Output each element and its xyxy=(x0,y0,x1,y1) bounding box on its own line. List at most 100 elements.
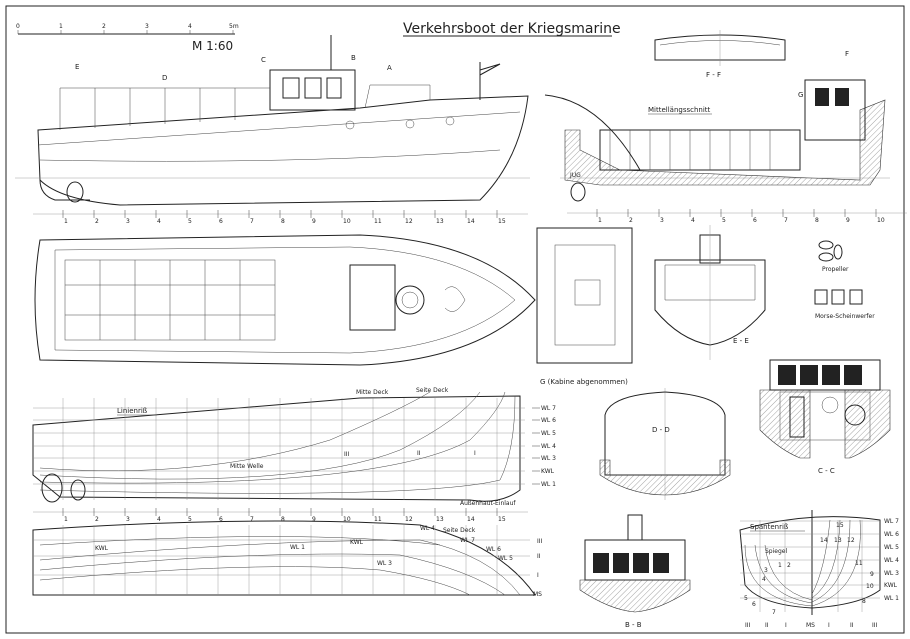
waterline-label: WL 4 xyxy=(884,557,899,564)
frame-label: 14 xyxy=(820,537,828,544)
station-label: 8 xyxy=(281,516,285,523)
scale-tick: 2 xyxy=(102,23,106,30)
station-label: 15 xyxy=(498,218,506,225)
longitudinal-section xyxy=(544,79,890,202)
station-label: 5 xyxy=(188,218,192,225)
deck-plan-view xyxy=(34,234,536,366)
section-marker-c: C xyxy=(261,56,266,64)
station-label: 2 xyxy=(95,516,99,523)
frame-label: 8 xyxy=(862,598,866,605)
waterline-label: KWL xyxy=(884,582,898,589)
station-label: 5 xyxy=(188,516,192,523)
station-label: 12 xyxy=(405,218,413,225)
section-ee-label: E - E xyxy=(733,337,749,345)
station-label: 8 xyxy=(815,217,819,224)
buttock-label: I xyxy=(828,622,830,629)
buttock-label: II xyxy=(417,450,421,457)
waterline-label: WL 3 xyxy=(884,570,899,577)
station-label: 4 xyxy=(157,516,161,523)
station-label: 10 xyxy=(877,217,885,224)
station-label: 1 xyxy=(64,218,68,225)
label-wl5: WL 5 xyxy=(498,555,513,562)
scale-tick: 4 xyxy=(188,23,192,30)
buttock-label: I xyxy=(785,622,787,629)
station-label: 12 xyxy=(405,516,413,523)
section-ee xyxy=(654,225,766,360)
side-profile xyxy=(15,35,530,206)
frame-label: 3 xyxy=(764,567,768,574)
station-label: 2 xyxy=(95,218,99,225)
station-label: 3 xyxy=(126,516,130,523)
station-label: 7 xyxy=(250,218,254,225)
buttock-label: III xyxy=(344,451,350,458)
body-plan-label: Spantenriß xyxy=(750,523,789,531)
station-label: 13 xyxy=(436,218,444,225)
morse-label: Morse-Scheinwerfer xyxy=(815,313,875,320)
waterline-label: WL 1 xyxy=(541,481,556,488)
scale-label: M 1:60 xyxy=(192,39,233,53)
section-ff xyxy=(654,30,786,66)
station-label: 1 xyxy=(598,217,602,224)
station-label: 10 xyxy=(343,516,351,523)
frame-label: 5 xyxy=(744,595,748,602)
label-kwl-2: KWL xyxy=(350,539,364,546)
drawing-title: Verkehrsboot der Kriegsmarine xyxy=(403,21,621,37)
scale-tick: 5m xyxy=(229,23,239,30)
frame-label: 9 xyxy=(870,571,874,578)
jug-label: JUG xyxy=(569,172,581,179)
frame-label: 13 xyxy=(834,537,842,544)
lines-view-label: Linienriß xyxy=(117,407,148,415)
sheet-border xyxy=(5,5,905,634)
waterline-label: WL 6 xyxy=(541,417,556,424)
propeller-label: Propeller xyxy=(822,266,849,273)
buttock-label: II xyxy=(765,622,769,629)
section-marker-e: E xyxy=(75,63,79,71)
plan-view-detail xyxy=(536,227,633,364)
kabine-label: G (Kabine abgenommen) xyxy=(540,378,628,386)
label-mitte-deck: Mitte Deck xyxy=(356,389,389,396)
station-label: 9 xyxy=(312,516,316,523)
section-marker-g: G xyxy=(798,91,803,99)
scale-tick: 0 xyxy=(16,23,20,30)
section-dd-label: D - D xyxy=(652,426,670,434)
buttock-label: I xyxy=(537,572,539,579)
station-label: 13 xyxy=(436,516,444,523)
frame-label: 11 xyxy=(855,560,863,567)
buttock-label: I xyxy=(474,450,476,457)
frame-label: 4 xyxy=(762,576,766,583)
frame-label: 2 xyxy=(787,562,791,569)
profile-lines-view xyxy=(32,391,525,503)
propeller-icon xyxy=(818,240,843,262)
scale-tick: 1 xyxy=(59,23,63,30)
frame-label: 15 xyxy=(836,522,844,529)
station-label: 14 xyxy=(467,516,475,523)
waterline-label: WL 5 xyxy=(541,430,556,437)
waterline-label: KWL xyxy=(541,468,555,475)
section-marker-a: A xyxy=(387,64,392,72)
label-seite-deck-hb: Seite Deck xyxy=(443,527,476,534)
station-label: 7 xyxy=(784,217,788,224)
waterline-label: WL 7 xyxy=(541,405,556,412)
section-dd xyxy=(599,388,731,500)
section-marker-d: D xyxy=(162,74,167,82)
station-label: 11 xyxy=(374,516,382,523)
section-marker-b: B xyxy=(351,54,356,62)
station-label: 5 xyxy=(722,217,726,224)
frame-label: 1 xyxy=(778,562,782,569)
buttock-label: III xyxy=(872,622,878,629)
station-label: 6 xyxy=(753,217,757,224)
label-ms: MS xyxy=(533,591,542,598)
station-label: 9 xyxy=(312,218,316,225)
waterline-label: WL 7 xyxy=(884,518,899,525)
section-bb-label: B - B xyxy=(625,621,642,629)
frame-label: 10 xyxy=(866,583,874,590)
longitudinal-section-label: Mittellängsschnitt xyxy=(648,106,711,114)
half-breadth-view xyxy=(32,520,536,596)
station-label: 8 xyxy=(281,218,285,225)
station-label: 15 xyxy=(498,516,506,523)
label-kwl: KWL xyxy=(95,545,109,552)
waterline-label: WL 4 xyxy=(541,443,556,450)
